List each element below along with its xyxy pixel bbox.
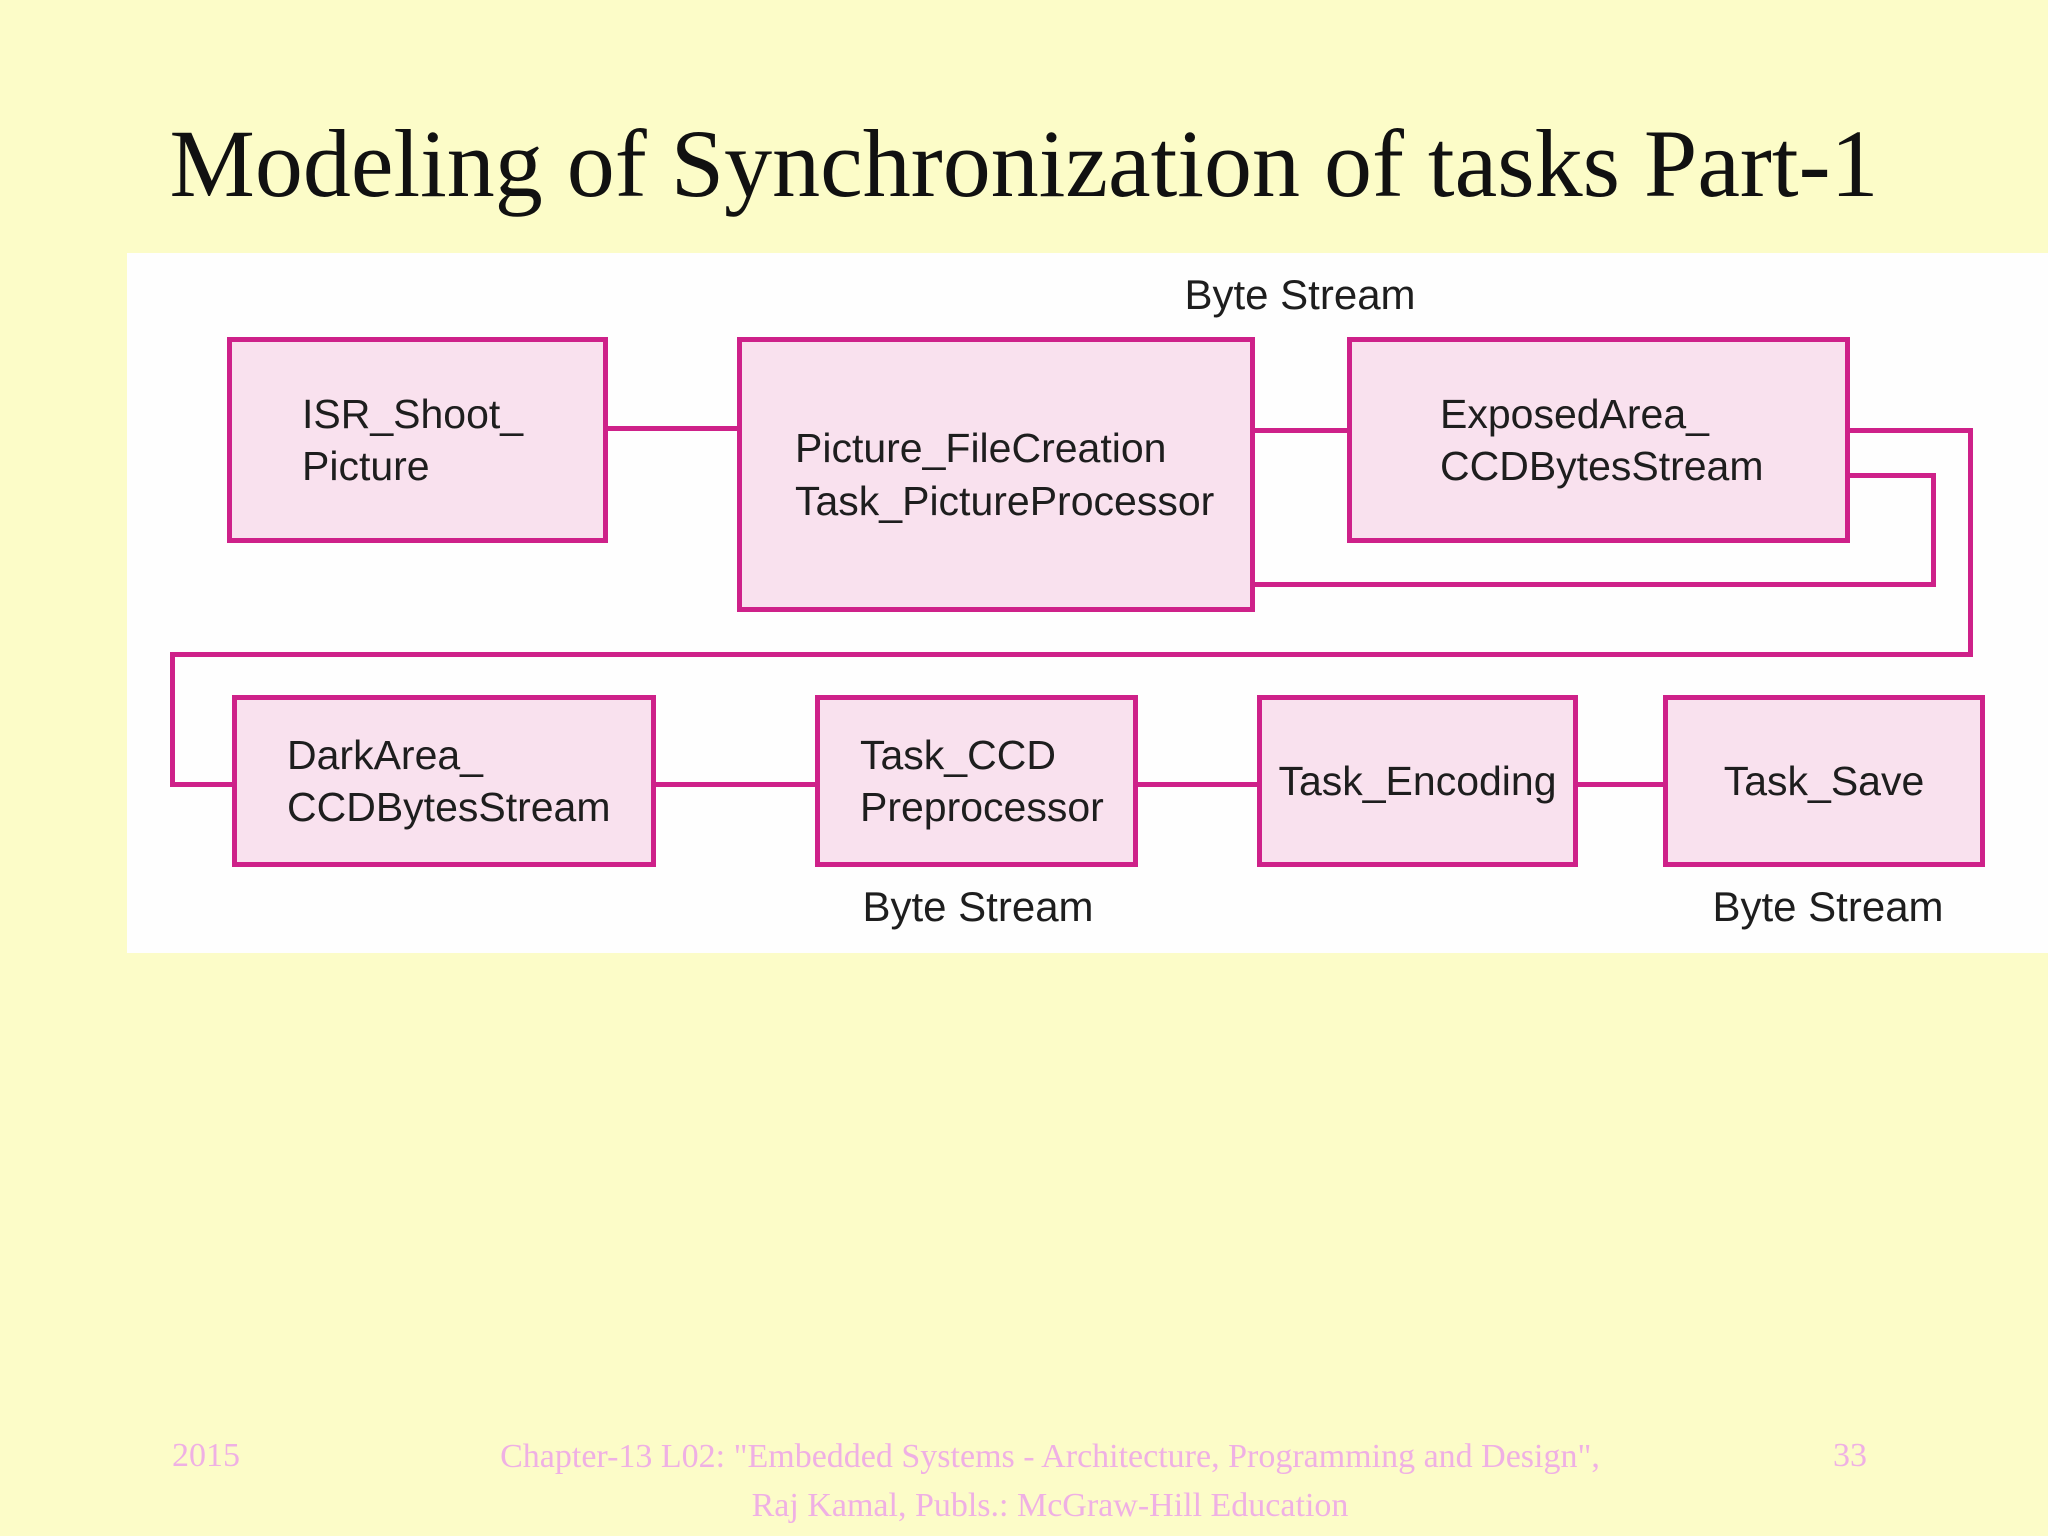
box-label: Task_Encoding — [1278, 755, 1556, 807]
byte-stream-label-bottom-left: Byte Stream — [862, 883, 1094, 930]
diagram-panel: ISR_Shoot_ Picture Picture_FileCreation … — [127, 253, 2048, 953]
box-darkarea-ccdbytesstream: DarkArea_ CCDBytesStream — [232, 695, 656, 867]
byte-stream-label-top: Byte Stream — [1184, 271, 1416, 318]
box-task-ccd-preprocessor: Task_CCD Preprocessor — [815, 695, 1138, 867]
connector-long-horizontal — [170, 652, 1973, 657]
connector-encoding-to-save — [1575, 782, 1666, 787]
box-label-line: CCDBytesStream — [287, 784, 611, 830]
footer-citation: Chapter-13 L02: "Embedded Systems - Arch… — [390, 1432, 1710, 1531]
connector-exposedarea-right-upper — [1847, 428, 1973, 433]
box-label-line: Preprocessor — [860, 784, 1104, 830]
box-label-line: ExposedArea_ — [1440, 390, 1709, 437]
connector-into-darkarea — [170, 782, 237, 787]
footer-page-number: 33 — [1833, 1437, 1867, 1474]
box-picture-filecreation: Picture_FileCreation Task_PictureProcess… — [737, 337, 1255, 612]
box-label-line: Picture — [302, 443, 430, 489]
box-label: ISR_Shoot_ Picture — [302, 388, 523, 493]
box-label-line: Task_Encoding — [1278, 757, 1557, 804]
connector-picture-to-exposedarea — [1252, 428, 1352, 433]
connector-inner-vertical-right — [1931, 473, 1936, 587]
footer-year: 2015 — [172, 1437, 240, 1474]
connector-exposedarea-right-lower — [1847, 473, 1936, 478]
connector-outer-vertical-right — [1968, 428, 1973, 657]
box-label: DarkArea_ CCDBytesStream — [287, 729, 611, 834]
box-isr-shoot-picture: ISR_Shoot_ Picture — [227, 337, 608, 543]
box-label: Picture_FileCreation Task_PictureProcess… — [795, 422, 1214, 527]
connector-loop-to-picture — [1252, 582, 1936, 587]
box-label: ExposedArea_ CCDBytesStream — [1440, 388, 1764, 493]
connector-darkarea-to-taskccd — [654, 782, 818, 787]
connector-taskccd-to-encoding — [1136, 782, 1260, 787]
box-label-line: Task_PictureProcessor — [795, 477, 1215, 524]
box-label-line: Picture_FileCreation — [795, 425, 1167, 472]
box-label-line: DarkArea_ — [287, 731, 483, 778]
box-task-save: Task_Save — [1663, 695, 1985, 867]
box-label-line: Task_Save — [1723, 757, 1925, 804]
box-label-line: CCDBytesStream — [1440, 443, 1764, 489]
box-label-line: ISR_Shoot_ — [302, 390, 524, 437]
box-label-line: Task_CCD — [860, 731, 1056, 778]
byte-stream-label-bottom-right: Byte Stream — [1712, 883, 1944, 930]
footer-citation-line2: Raj Kamal, Publs.: McGraw-Hill Education — [751, 1487, 1349, 1525]
box-exposedarea-ccdbytesstream: ExposedArea_ CCDBytesStream — [1347, 337, 1850, 543]
connector-isr-to-picture — [608, 426, 740, 431]
box-label: Task_CCD Preprocessor — [860, 729, 1104, 834]
box-task-encoding: Task_Encoding — [1257, 695, 1578, 867]
footer-citation-line1: Chapter-13 L02: "Embedded Systems - Arch… — [500, 1438, 1600, 1475]
slide-title: Modeling of Synchronization of tasks Par… — [169, 110, 1879, 217]
box-label: Task_Save — [1724, 755, 1925, 807]
connector-outer-vertical-left — [170, 652, 175, 787]
